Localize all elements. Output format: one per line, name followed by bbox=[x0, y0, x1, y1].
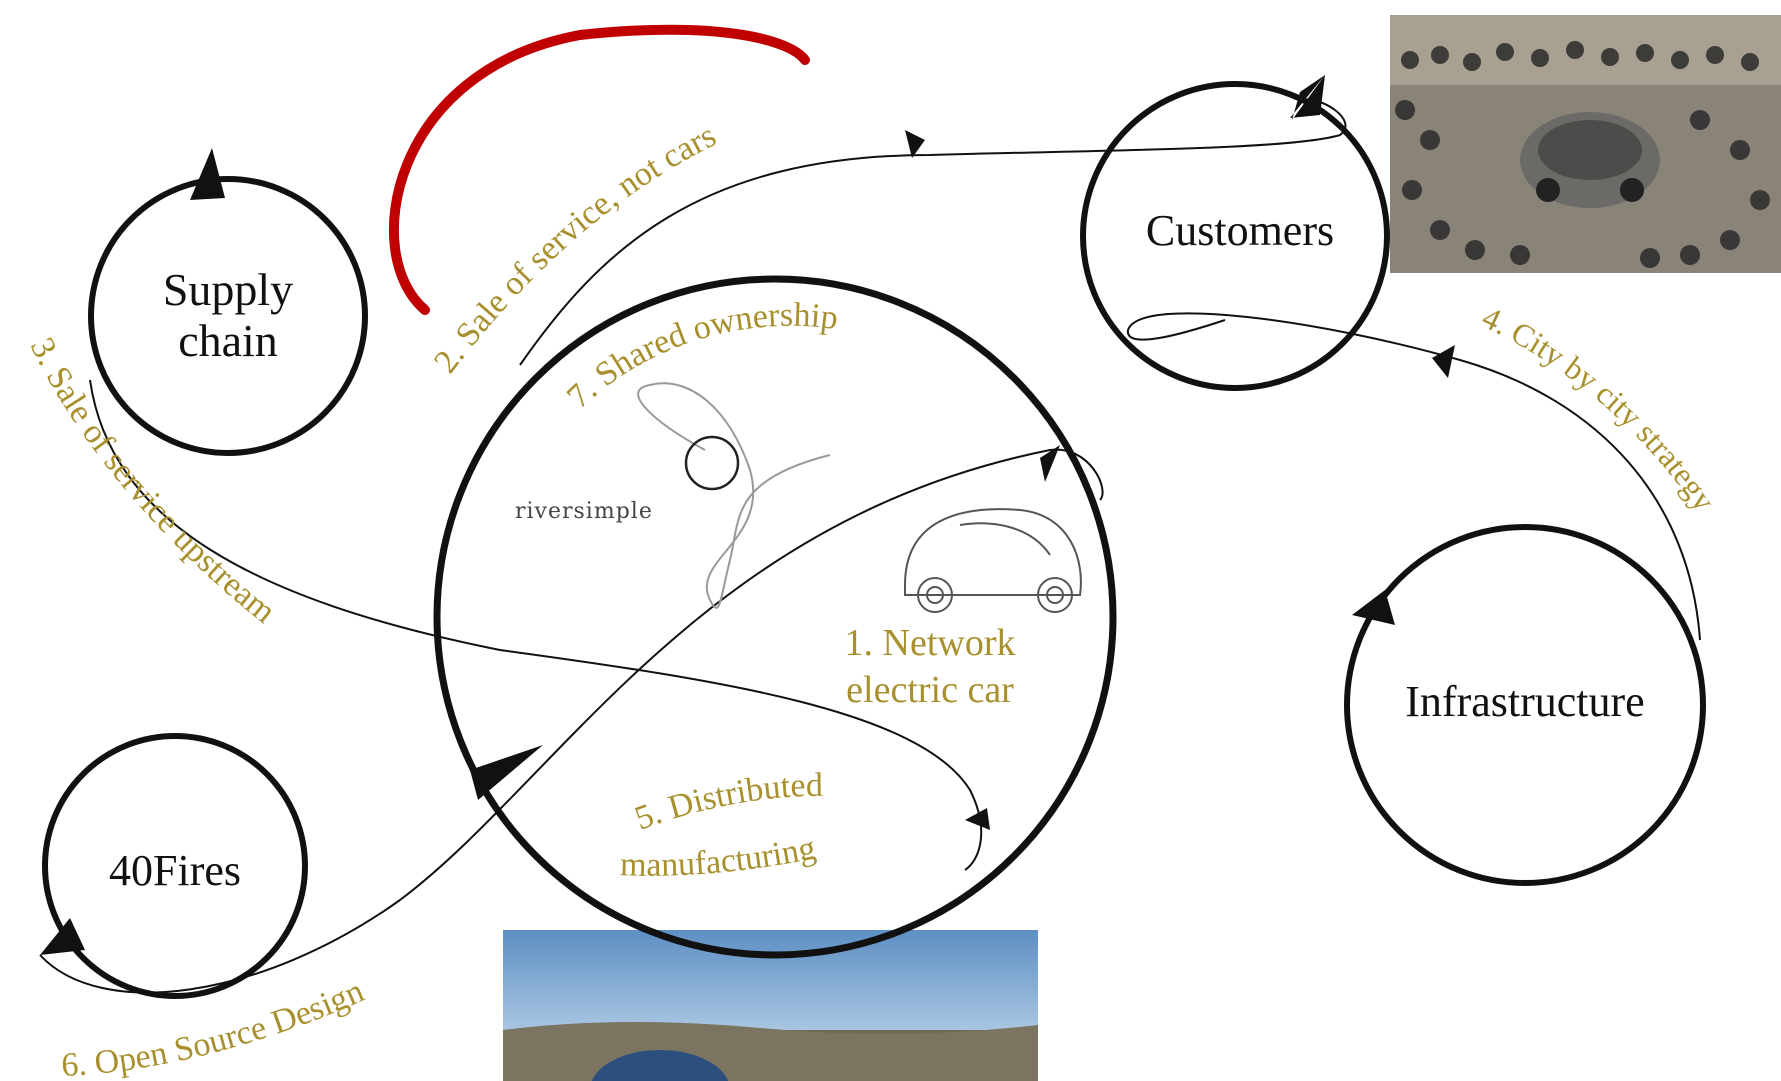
car-photo bbox=[503, 930, 1038, 1081]
label-sale-upstream-path: 3. Sale of service upstream bbox=[23, 332, 283, 631]
logo-text: riversimple bbox=[515, 499, 653, 524]
label-city-strategy: 4. City by city strategy bbox=[1477, 299, 1723, 518]
arrow-customers bbox=[1290, 75, 1325, 120]
arrow-infrastructure bbox=[1352, 590, 1395, 625]
label-distributed-line2: manufacturing bbox=[620, 830, 819, 884]
supply-chain-label-line1: Supply bbox=[163, 264, 293, 315]
center-circle bbox=[433, 275, 1117, 959]
arrow-city bbox=[1432, 345, 1455, 378]
supply-chain-circle bbox=[88, 176, 368, 456]
label-shared-ownership-path: 7. Shared ownership bbox=[560, 297, 840, 416]
infrastructure-circle bbox=[1344, 524, 1706, 886]
network-car-label-line1: 1. Network bbox=[845, 622, 1016, 664]
label-sale-upstream: 3. Sale of service upstream bbox=[23, 332, 283, 631]
arrow-upstream bbox=[965, 808, 990, 830]
customers-label: Customers bbox=[1146, 206, 1334, 255]
label-distributed-line1-path: 5. Distributed bbox=[630, 767, 823, 838]
arrow-forty-fires bbox=[40, 918, 85, 955]
label-distributed-line1: 5. Distributed bbox=[630, 767, 823, 838]
label-distributed-line2-path: manufacturing bbox=[620, 830, 819, 884]
forty-fires-circle bbox=[42, 733, 308, 999]
supply-chain-label-line2: chain bbox=[178, 315, 278, 366]
customers-circle bbox=[1080, 81, 1390, 391]
flow-sale-service bbox=[519, 98, 1347, 366]
riversimple-logo: riversimple bbox=[515, 382, 831, 609]
arrow-center bbox=[470, 745, 543, 800]
network-car-label-line2: electric car bbox=[846, 669, 1014, 711]
infrastructure-label: Infrastructure bbox=[1405, 677, 1644, 726]
crowd-photo bbox=[1390, 15, 1781, 273]
flow-city bbox=[1126, 312, 1701, 641]
arrow-open-source bbox=[1040, 445, 1060, 482]
forty-fires-label: 40Fires bbox=[109, 846, 241, 895]
arrow-supply-chain bbox=[190, 148, 225, 200]
label-city-strategy-path: 4. City by city strategy bbox=[1477, 299, 1723, 518]
label-shared-ownership: 7. Shared ownership bbox=[560, 297, 840, 416]
highlight-arc bbox=[388, 24, 810, 315]
car-icon bbox=[904, 508, 1082, 613]
arrow-sale-service bbox=[905, 130, 925, 158]
flow-upstream bbox=[89, 379, 983, 871]
